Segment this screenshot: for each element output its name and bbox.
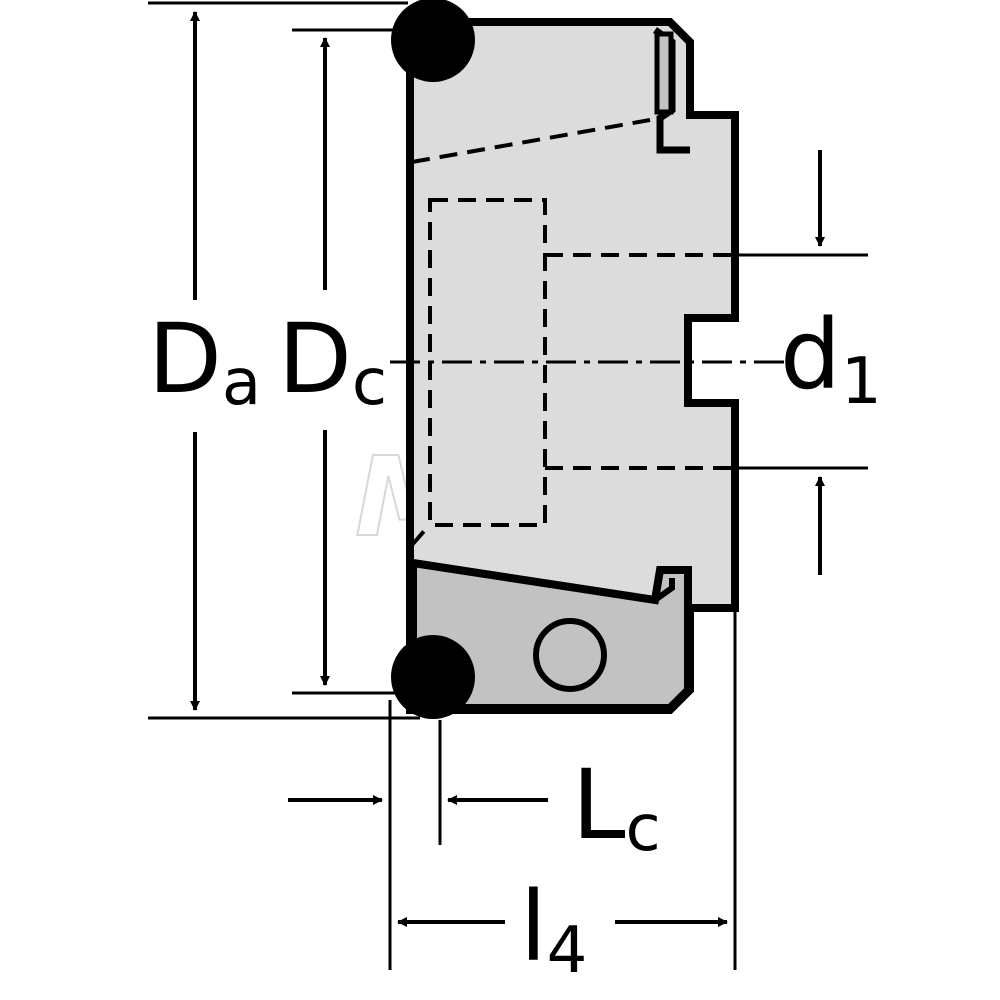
lower-insert-step [653, 578, 675, 603]
label-Lc: Lc [572, 749, 661, 866]
label-Da: Da [148, 303, 261, 420]
label-l4: l4 [520, 871, 587, 988]
insert-screw-icon [533, 618, 607, 692]
hidden-taper-line [411, 118, 651, 164]
hidden-taper-line-lower [410, 528, 427, 547]
upper-insert [654, 31, 674, 115]
dimension-arrows [190, 11, 825, 927]
extension-lines [148, 1, 868, 970]
cutter-body [391, 0, 739, 719]
label-Dc: Dc [278, 303, 387, 420]
cutting-edge-top [391, 0, 475, 82]
cutting-edge-bottom [391, 635, 475, 719]
label-d1: d1 [780, 299, 882, 419]
